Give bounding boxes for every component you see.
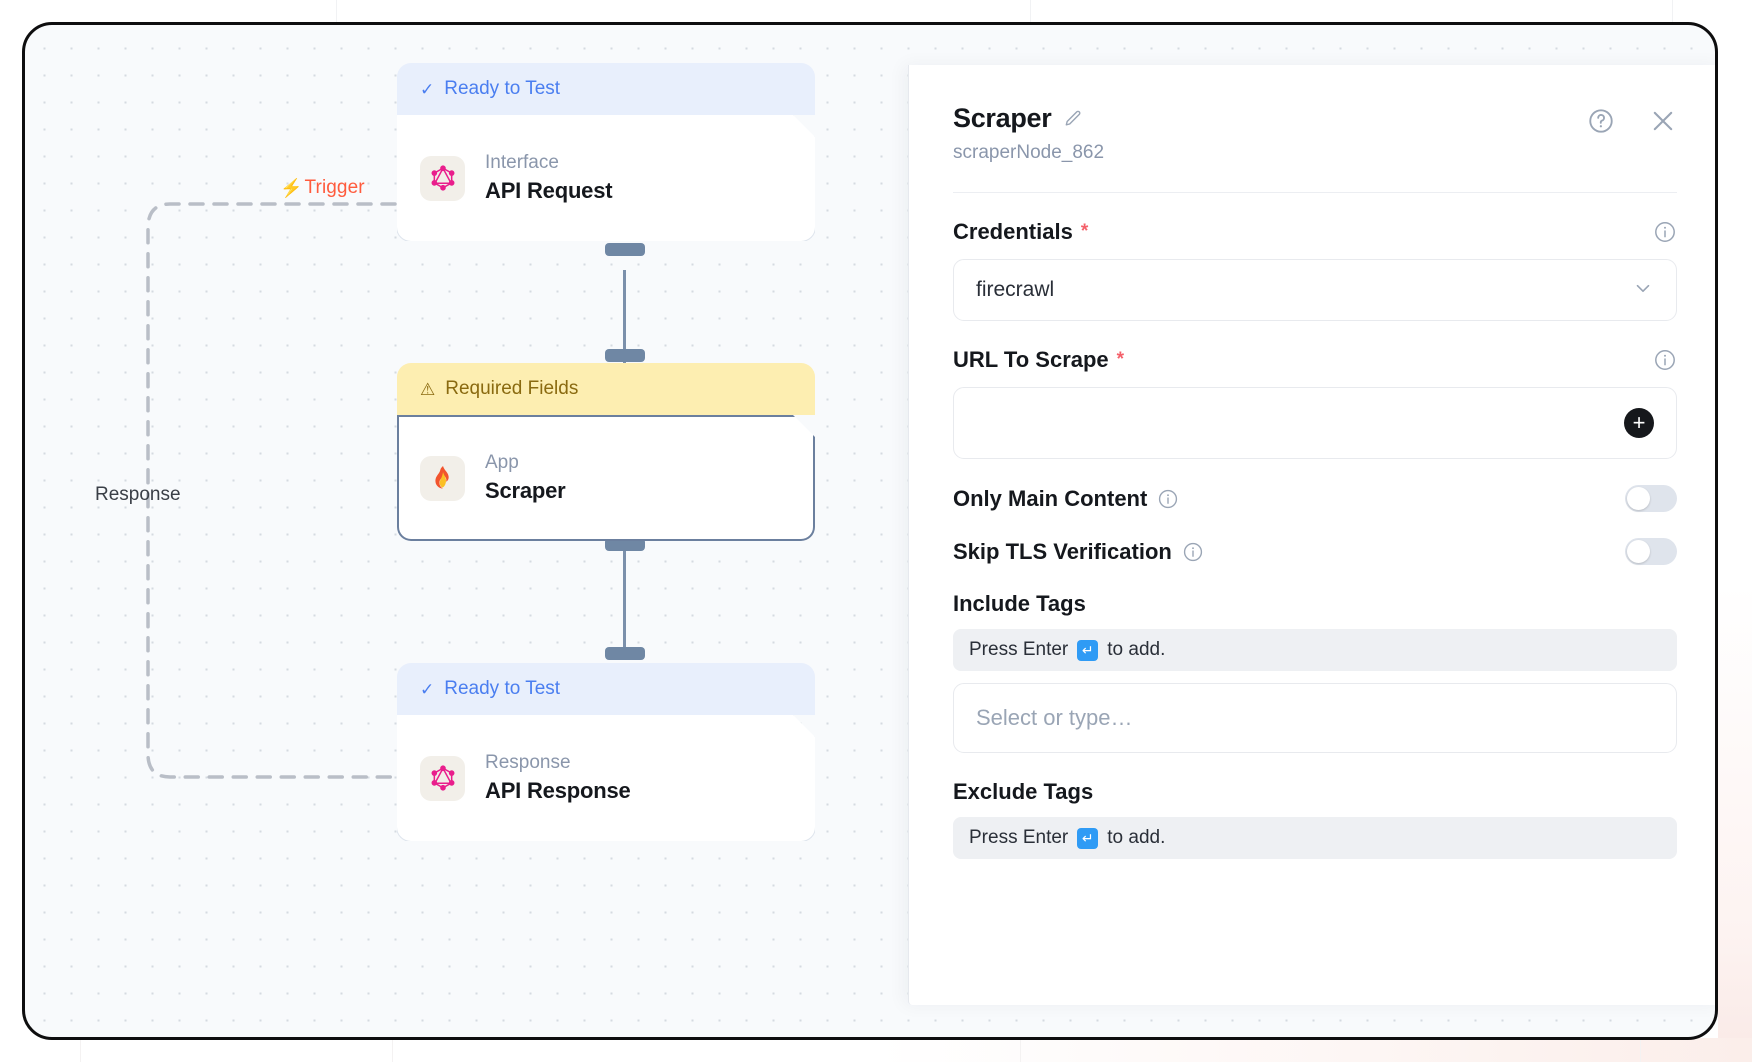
handle-request-out[interactable]: [605, 243, 645, 256]
enter-key-icon: ↵: [1077, 639, 1099, 661]
node-kind-label: Response: [485, 752, 571, 773]
field-only-main-content: Only Main Content: [953, 485, 1677, 512]
node-title-label: API Request: [485, 178, 613, 203]
skip-tls-verification-toggle[interactable]: [1625, 538, 1677, 565]
panel-divider: [953, 192, 1677, 193]
trigger-label: ⚡ Trigger: [280, 177, 365, 199]
credentials-label: Credentials *: [953, 219, 1089, 244]
node-api-response[interactable]: ✓ Ready to Test: [397, 663, 815, 841]
only-main-content-label: Only Main Content: [953, 486, 1179, 512]
lightning-bolt-icon: ⚡: [280, 178, 303, 198]
node-status-ready-request: ✓ Ready to Test: [397, 63, 815, 115]
node-kind-label: Interface: [485, 152, 559, 173]
close-icon[interactable]: [1649, 107, 1677, 135]
exclude-tags-hint: Press Enter ↵ to add.: [953, 817, 1677, 859]
node-scraper[interactable]: ⚠ Required Fields App Scraper: [397, 363, 815, 541]
url-to-scrape-label: URL To Scrape *: [953, 347, 1125, 372]
only-main-content-toggle[interactable]: [1625, 485, 1677, 512]
node-body-api-response[interactable]: Response API Response: [397, 715, 815, 841]
handle-scraper-out[interactable]: [605, 538, 645, 551]
enter-key-icon: ↵: [1077, 827, 1099, 849]
graphql-icon: [420, 156, 465, 201]
trigger-label-text: Trigger: [304, 177, 365, 198]
node-kind-label: App: [485, 452, 519, 473]
edge-scraper-to-response: [623, 548, 626, 660]
pencil-icon[interactable]: [1063, 109, 1083, 129]
handle-response-in[interactable]: [605, 647, 645, 660]
info-icon[interactable]: [1157, 488, 1179, 510]
node-status-text: Ready to Test: [444, 678, 561, 699]
node-status-text: Ready to Test: [444, 78, 561, 99]
node-title-label: API Response: [485, 778, 631, 803]
include-tags-hint-suffix: to add.: [1107, 639, 1166, 660]
response-label: Response: [95, 484, 181, 505]
credentials-value: firecrawl: [976, 278, 1055, 301]
edge-request-to-scraper: [623, 270, 626, 388]
node-body-scraper[interactable]: App Scraper: [397, 415, 815, 541]
warning-triangle-icon: ⚠: [420, 379, 436, 399]
panel-form: Credentials * firecrawl: [909, 219, 1715, 859]
top-chrome-band: [0, 0, 1752, 22]
info-icon[interactable]: [1182, 541, 1204, 563]
workflow-canvas[interactable]: ⚡ Trigger Response ✓ Ready to Test: [22, 22, 1718, 1040]
plus-icon[interactable]: +: [1624, 408, 1654, 438]
flame-icon: [420, 456, 465, 501]
include-tags-hint-prefix: Press Enter: [969, 639, 1069, 660]
right-chrome-band: [1718, 0, 1752, 1062]
skip-tls-verification-label: Skip TLS Verification: [953, 539, 1204, 565]
panel-header: Scraper scraperNode_862: [909, 65, 1715, 164]
node-api-request[interactable]: ✓ Ready to Test: [397, 63, 815, 241]
bottom-chrome-band: [0, 1038, 1752, 1062]
url-to-scrape-input[interactable]: +: [953, 387, 1677, 459]
include-tags-placeholder: Select or type…: [976, 705, 1133, 730]
field-url-to-scrape: URL To Scrape * +: [953, 347, 1677, 459]
info-icon[interactable]: [1653, 348, 1677, 372]
graphql-icon: [420, 756, 465, 801]
node-id-label: scraperNode_862: [953, 142, 1105, 163]
exclude-tags-label: Exclude Tags: [953, 779, 1094, 804]
check-icon: ✓: [420, 79, 435, 99]
node-body-api-request[interactable]: Interface API Request: [397, 115, 815, 241]
include-tags-label: Include Tags: [953, 591, 1086, 616]
chevron-down-icon: [1632, 277, 1654, 304]
help-circle-icon[interactable]: [1587, 107, 1615, 135]
field-skip-tls-verification: Skip TLS Verification: [953, 538, 1677, 565]
required-marker: *: [1116, 349, 1125, 370]
node-status-ready-response: ✓ Ready to Test: [397, 663, 815, 715]
node-title-label: Scraper: [485, 478, 566, 503]
include-tags-hint: Press Enter ↵ to add.: [953, 629, 1677, 671]
exclude-tags-hint-prefix: Press Enter: [969, 827, 1069, 848]
exclude-tags-hint-suffix: to add.: [1107, 827, 1166, 848]
required-marker: *: [1080, 221, 1089, 242]
page-title: Scraper: [953, 103, 1052, 133]
handle-scraper-in[interactable]: [605, 349, 645, 362]
node-status-required-scraper: ⚠ Required Fields: [397, 363, 815, 415]
node-status-text: Required Fields: [445, 378, 579, 399]
include-tags-input[interactable]: Select or type…: [953, 683, 1677, 753]
field-credentials: Credentials * firecrawl: [953, 219, 1677, 321]
credentials-select[interactable]: firecrawl: [953, 259, 1677, 321]
node-properties-panel: Scraper scraperNode_862: [908, 65, 1715, 1005]
info-icon[interactable]: [1653, 220, 1677, 244]
check-icon: ✓: [420, 679, 435, 699]
